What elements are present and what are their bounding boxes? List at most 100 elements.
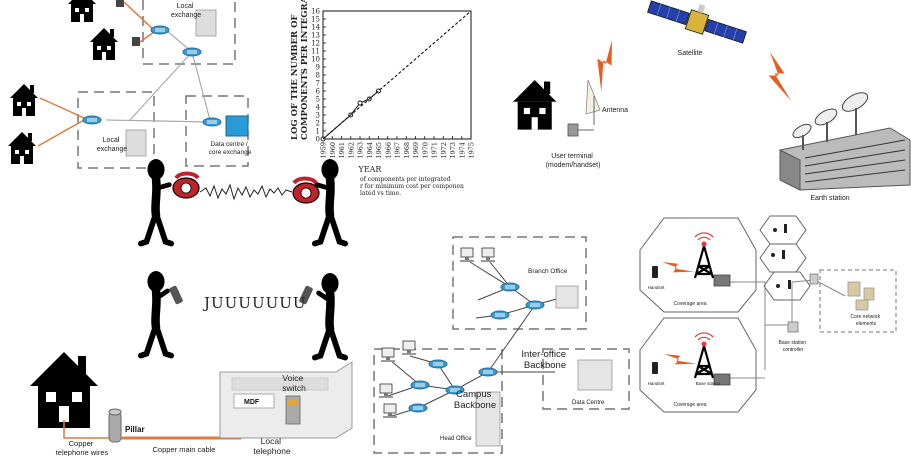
computer-icon	[382, 403, 398, 419]
moore-xlabel: YEAR	[358, 165, 383, 174]
computer-icon	[378, 383, 394, 399]
moore-ytick-label: 1	[316, 128, 320, 136]
switch-icon	[490, 310, 510, 320]
exchange-building-icon	[125, 129, 147, 157]
data-centre-boundary	[542, 348, 630, 410]
moore-caption-line3: lated vs time.	[360, 190, 401, 197]
moore-ytick-label: 0	[316, 136, 320, 144]
moore-ytick-label: 6	[316, 88, 321, 96]
moore-marks	[320, 10, 472, 142]
lightning-icon	[755, 52, 806, 101]
pstn-diagram: Local exchange Local exchange Data centr…	[8, 0, 252, 169]
moore-caption-line1: of components per integrated	[360, 176, 451, 183]
phone-call-comic: JUUUUUUU	[141, 159, 345, 358]
core-network-boundary	[819, 269, 897, 333]
base-station-icon	[713, 373, 731, 386]
house-icon	[10, 84, 38, 116]
computer-icon	[401, 340, 417, 356]
house-icon	[30, 352, 98, 428]
antenna-icon	[585, 79, 601, 125]
switch-icon	[428, 359, 448, 369]
local-loop-diagram: MDF Voice switch Pillar Copper telephone…	[30, 352, 353, 456]
data-centre-label: Data centre / core exchange	[209, 141, 252, 156]
mdf-label: MDF	[244, 399, 260, 406]
stickman-icon	[315, 159, 345, 244]
core-network-icon	[847, 281, 875, 311]
data-centre-building-icon	[577, 359, 613, 391]
moore-ytick-label: 16	[311, 8, 320, 16]
copper-wires-label: Copper telephone wires	[56, 439, 109, 456]
moore-data-point	[357, 100, 363, 106]
office-building-icon	[555, 285, 579, 309]
moore-xtick-label: 1973	[449, 142, 457, 159]
router-icon	[182, 47, 202, 57]
satellite-label: Satellite	[678, 50, 703, 57]
moore-ylabel-line2: COMPONENTS PER INTEGRATED FUNCTION	[300, 0, 310, 140]
computer-icon	[480, 247, 496, 263]
mobile-phone-icon	[169, 285, 183, 305]
pillar-label: Pillar	[125, 425, 145, 434]
base-station-label: Base station	[696, 381, 721, 386]
network-links	[387, 261, 561, 417]
stickman-icon	[141, 271, 171, 356]
moore-ytick-label: 13	[311, 32, 320, 40]
moore-xtick-label: 1974	[458, 142, 466, 159]
voice-switch-building-icon	[219, 361, 353, 439]
pillar-icon	[108, 408, 122, 443]
head-office-boundary	[373, 348, 503, 454]
moore-ytick-label: 3	[316, 112, 320, 120]
moore-xtick-label: 1969	[412, 142, 420, 159]
router-icon	[525, 300, 545, 310]
base-station-controller-label: Base station controller	[779, 340, 808, 353]
moore-xtick-label: 1972	[440, 142, 448, 159]
moore-ytick-label: 7	[316, 80, 320, 88]
moore-xtick-label: 1975	[468, 142, 476, 159]
core-network-label: Core network elements	[850, 314, 881, 327]
moore-xtick-label: 1970	[421, 142, 429, 159]
telephone-icon	[292, 176, 320, 204]
corporate-network-diagram: Branch Office Inter-office Backbone Camp…	[373, 236, 630, 454]
antenna-label: Antenna	[602, 107, 628, 114]
campus-backbone-label: Campus Backbone	[454, 389, 496, 411]
inter-office-backbone-label: Inter-office Backbone	[521, 349, 568, 371]
lightning-icon	[662, 251, 695, 283]
signal-wave	[199, 183, 293, 201]
branch-office-boundary	[452, 236, 587, 330]
router-icon	[478, 367, 498, 377]
coverage-area-bottom	[639, 317, 757, 413]
mobile-phone-icon	[299, 285, 313, 305]
phone-icon	[116, 0, 124, 7]
moore-xtick-label: 1966	[384, 142, 392, 159]
phone-icon	[132, 37, 140, 46]
branch-office-label: Branch Office	[528, 268, 568, 275]
coverage-area-bottom-label: Coverage area	[673, 402, 706, 408]
handset-icon	[652, 266, 658, 278]
moore-ytick-label: 9	[316, 64, 320, 72]
moore-xtick-label: 1971	[431, 142, 439, 159]
moore-ytick-label: 10	[311, 56, 320, 64]
moore-caption-line2: r for minimum cost per componen	[360, 183, 464, 190]
copper-lines	[37, 1, 155, 147]
moore-xtick-label: 1964	[366, 142, 374, 159]
switch-icon	[500, 282, 520, 292]
moore-ylabel-line1: LOG OF THE NUMBER OF	[290, 14, 300, 140]
handset-icon	[652, 362, 658, 374]
controller-icon	[787, 321, 799, 333]
moore-xtick-label: 1967	[394, 142, 402, 159]
moore-ytick-label: 2	[316, 120, 320, 128]
user-terminal-label: User terminal (modem/handset)	[546, 153, 601, 169]
house-icon	[90, 28, 118, 60]
moore-xtick-label: 1968	[403, 142, 411, 159]
lightning-icon	[664, 343, 697, 375]
moore-ytick-label: 8	[316, 72, 320, 80]
switch-icon	[150, 25, 170, 35]
moore-ytick-label: 4	[316, 104, 321, 112]
moore-xtick-label: 1965	[375, 142, 383, 159]
voice-switch-label: Voice switch	[282, 373, 306, 393]
local-exchange-top-label: Local exchange	[171, 3, 201, 19]
handset-bottom-label: Handset	[648, 381, 666, 386]
telephone-icon	[172, 171, 200, 199]
cell-tower-icon	[693, 331, 715, 380]
